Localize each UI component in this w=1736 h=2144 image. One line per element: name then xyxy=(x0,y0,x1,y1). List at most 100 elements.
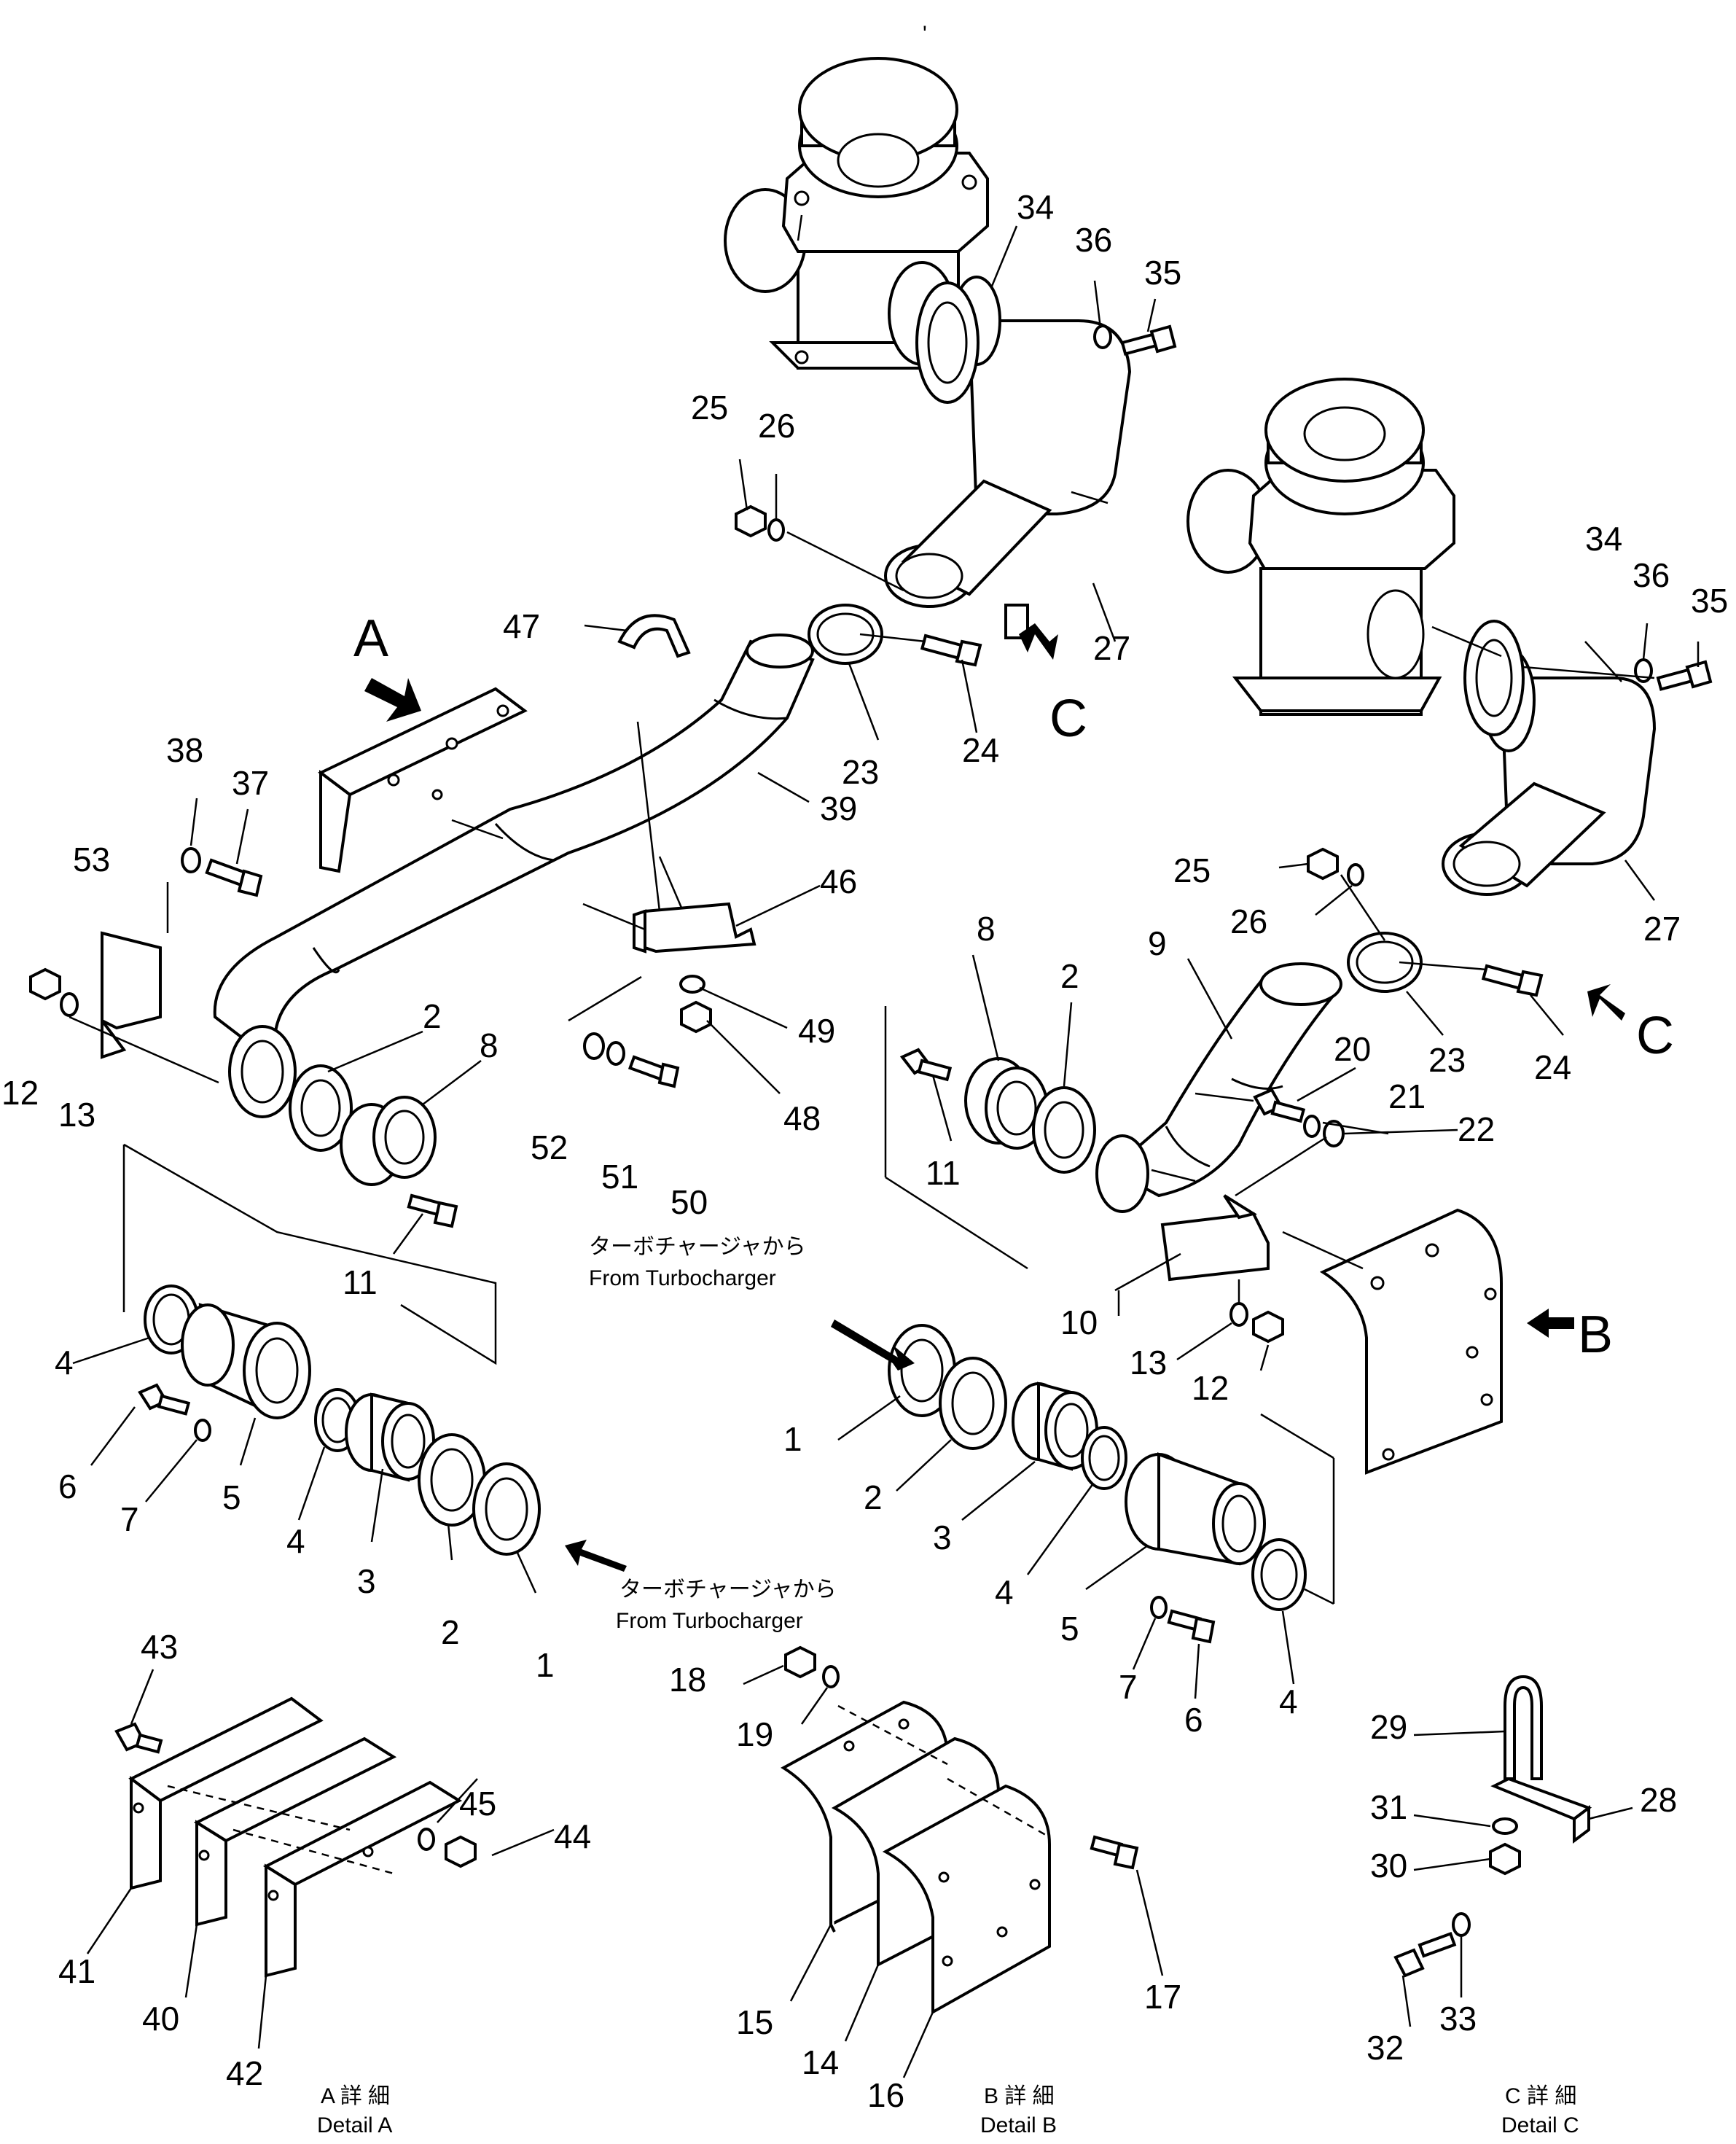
callout-3-right: 3 xyxy=(933,1519,952,1556)
clamp-47 xyxy=(617,614,691,658)
bolt-11-right xyxy=(899,1048,953,1082)
clamp-23-left xyxy=(808,604,883,665)
top-mark: ' xyxy=(923,22,927,46)
callout-36-upper-right: 36 xyxy=(1633,556,1670,594)
callout-4-lower-left-a: 4 xyxy=(55,1344,74,1381)
callout-14: 14 xyxy=(802,2043,839,2081)
callout-45: 45 xyxy=(459,1785,496,1823)
adapter-8-right xyxy=(964,1057,1049,1150)
view-marker-c-left: C xyxy=(1049,690,1087,748)
detail-a-en: Detail A xyxy=(317,2113,392,2137)
bolt-32 xyxy=(1393,1932,1457,1978)
nut-30 xyxy=(1489,1842,1521,1876)
turbo-note-lower-en: From Turbocharger xyxy=(616,1609,803,1633)
callout-7-left: 7 xyxy=(120,1500,139,1538)
detail-b-covers xyxy=(781,1700,1051,2015)
callout-23-upper-left: 23 xyxy=(842,753,879,791)
callout-15: 15 xyxy=(736,2003,773,2041)
bolt-35-upper xyxy=(1120,324,1177,356)
assembly-lines xyxy=(122,214,1655,1605)
callout-13-right: 13 xyxy=(1130,1344,1167,1381)
bracket-28 xyxy=(1490,1777,1592,1844)
nut-12-left xyxy=(29,967,61,1001)
washer-7-right xyxy=(1150,1596,1168,1619)
bellows-3-right xyxy=(1012,1381,1098,1471)
bolt-6-left xyxy=(138,1383,191,1416)
callout-16: 16 xyxy=(867,2076,904,2114)
callout-2-lower-left: 2 xyxy=(441,1613,460,1651)
bellows-5-right xyxy=(1125,1452,1266,1566)
pipe-39-flange xyxy=(228,1025,297,1118)
callout-26-right: 26 xyxy=(1230,903,1267,940)
callout-27-right: 27 xyxy=(1643,910,1681,948)
callout-23-right: 23 xyxy=(1428,1041,1466,1079)
detail-b-jp: B 詳 細 xyxy=(984,2084,1055,2108)
bolt-17 xyxy=(1090,1835,1139,1870)
callout-6-left: 6 xyxy=(58,1467,77,1505)
washer-26-left xyxy=(767,518,785,542)
arrow-b xyxy=(1527,1309,1574,1338)
callout-49: 49 xyxy=(798,1012,835,1050)
callout-22: 22 xyxy=(1458,1110,1495,1148)
callout-33: 33 xyxy=(1439,2000,1477,2038)
callout-51: 51 xyxy=(601,1158,638,1196)
callout-34-upper-left: 34 xyxy=(1017,188,1054,226)
washer-19 xyxy=(822,1665,840,1688)
callout-2-lower-right: 2 xyxy=(864,1478,883,1516)
bolt-37 xyxy=(205,858,263,897)
callout-18: 18 xyxy=(669,1661,706,1699)
washer-31 xyxy=(1492,1817,1518,1835)
turbo-housing-upper-right xyxy=(1186,378,1455,716)
callout-53: 53 xyxy=(73,841,110,878)
callout-2-right: 2 xyxy=(1060,957,1079,995)
callout-labels: 34 36 35 25 26 27 23 24 47 39 38 37 53 1… xyxy=(1,188,1728,2114)
washer-7-left xyxy=(194,1419,211,1442)
bracket-53 xyxy=(101,931,162,1059)
callout-20: 20 xyxy=(1334,1030,1371,1068)
detail-b-en: Detail B xyxy=(980,2113,1057,2137)
callout-1-lower-left: 1 xyxy=(536,1646,555,1684)
callout-25-upper-left: 25 xyxy=(691,389,728,426)
callout-32: 32 xyxy=(1366,2029,1404,2067)
washer-26-right xyxy=(1347,863,1364,886)
callout-1-lower-right: 1 xyxy=(783,1420,802,1458)
elbow-pipe-9 xyxy=(1095,962,1342,1213)
nut-25-right xyxy=(1307,847,1339,881)
arrow-turbo-upper xyxy=(831,1319,915,1371)
callout-11-left: 11 xyxy=(343,1263,378,1301)
callout-48: 48 xyxy=(783,1099,821,1137)
bellows-5-left xyxy=(181,1303,311,1419)
bracket-10 xyxy=(1160,1194,1270,1282)
callout-24-upper-left: 24 xyxy=(962,731,999,769)
view-marker-a: A xyxy=(353,609,388,668)
arrow-turbo-lower xyxy=(565,1540,627,1572)
callout-52: 52 xyxy=(531,1128,568,1166)
bolt-11-left xyxy=(407,1193,458,1228)
callout-50: 50 xyxy=(670,1183,708,1221)
turbo-note-upper-en: From Turbocharger xyxy=(589,1266,776,1290)
washer-22 xyxy=(1323,1120,1345,1147)
clamp-23-right xyxy=(1347,932,1423,993)
callout-5-right: 5 xyxy=(1060,1610,1079,1648)
washer-21 xyxy=(1303,1115,1321,1138)
view-marker-c-right: C xyxy=(1636,1007,1674,1065)
callout-9: 9 xyxy=(1148,924,1167,962)
callout-4-lower-right-a: 4 xyxy=(995,1573,1014,1611)
detail-captions: A 詳 細 Detail A B 詳 細 Detail B C 詳 細 Deta… xyxy=(317,2084,1579,2137)
adapter-8-left xyxy=(340,1096,437,1186)
callout-12-left: 12 xyxy=(1,1074,39,1112)
arrow-c-right xyxy=(1587,984,1625,1021)
callout-38: 38 xyxy=(166,731,203,769)
callout-26-upper-left: 26 xyxy=(758,407,795,445)
callout-7-right: 7 xyxy=(1119,1668,1138,1706)
bolt-24-left xyxy=(920,634,982,667)
detail-c-en: Detail C xyxy=(1501,2113,1579,2137)
callout-13-left: 13 xyxy=(58,1096,95,1134)
washer-51 xyxy=(606,1041,625,1066)
bolt-6-right xyxy=(1167,1609,1216,1644)
callout-25-right: 25 xyxy=(1173,851,1211,889)
callout-35-upper-left: 35 xyxy=(1144,254,1181,292)
callout-27-upper-left: 27 xyxy=(1093,629,1130,667)
callout-5-left: 5 xyxy=(222,1478,241,1516)
